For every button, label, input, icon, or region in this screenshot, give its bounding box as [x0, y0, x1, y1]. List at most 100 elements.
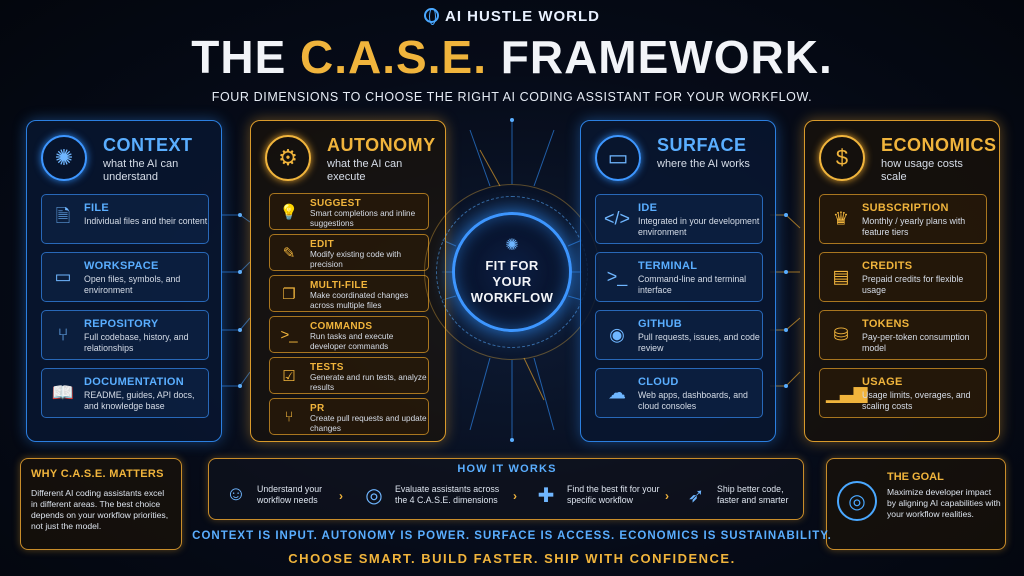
card-file: 🗎 FILE Individual files and their conten… [41, 194, 209, 244]
pillar-desc: what the AI can understand [103, 158, 179, 183]
card-desc: Individual files and their content [84, 216, 208, 226]
brain-icon: ✺ [505, 237, 519, 254]
pillar-surface: ▭ SURFACE where the AI works </> IDE Int… [580, 120, 776, 442]
card-title: PR [310, 403, 325, 414]
pillar-title: ECONOMICS [881, 135, 997, 155]
card-title: WORKSPACE [84, 260, 159, 272]
card-desc: Full codebase, history, and relationship… [84, 332, 189, 353]
card-desc: Modify existing code with precision [310, 250, 402, 269]
card-title: CREDITS [862, 260, 913, 272]
card-documentation: 📖 DOCUMENTATION README, guides, API docs… [41, 368, 209, 418]
folder-icon: ▭ [54, 266, 72, 287]
target-icon: ◎ [837, 481, 877, 521]
gear-icon: ⚙ [265, 135, 311, 181]
card-desc: README, guides, API docs, and knowledge … [84, 390, 195, 411]
step-desc: Find the best fit for your specific work… [567, 484, 660, 505]
card-ide: </> IDE Integrated in your development e… [595, 194, 763, 244]
card-pr: ⑂ PR Create pull requests and update cha… [269, 398, 429, 435]
puzzle-icon: ✚ [537, 485, 555, 507]
card-commands: >_ COMMANDS Run tasks and execute develo… [269, 316, 429, 353]
card-desc: Run tasks and execute developer commands [310, 332, 394, 351]
book-icon: 📖 [51, 382, 75, 403]
fit-hub: ✺ FIT FOR YOUR WORKFLOW [452, 212, 572, 332]
title-part1: THE [191, 31, 301, 83]
bar-chart-icon: ▁▃▆ [826, 382, 868, 403]
card-multi-file: ❐ MULTI-FILE Make coordinated changes ac… [269, 275, 429, 312]
pillar-title: AUTONOMY [327, 135, 436, 155]
card-title: GITHUB [638, 318, 682, 330]
brain-icon: ✺ [41, 135, 87, 181]
pillar-title: CONTEXT [103, 135, 193, 155]
why-title: WHY C.A.S.E. MATTERS [31, 468, 164, 480]
tagline-primary: CONTEXT IS INPUT. AUTONOMY IS POWER. SUR… [192, 530, 832, 542]
pull-request-icon: ⑂ [284, 408, 294, 425]
card-title: SUGGEST [310, 198, 361, 209]
card-github: ◉ GITHUB Pull requests, issues, and code… [595, 310, 763, 360]
step-desc: Ship better code, faster and smarter [717, 484, 789, 505]
cloud-icon: ☁ [608, 382, 626, 403]
card-terminal: >_ TERMINAL Command-line and terminal in… [595, 252, 763, 302]
page-title: THE C.A.S.E. FRAMEWORK. [0, 30, 1024, 84]
coins-icon: ⛁ [833, 324, 849, 345]
why-desc: Different AI coding assistants excel in … [31, 488, 169, 531]
card-desc: Monthly / yearly plans with feature tier… [862, 216, 966, 237]
card-workspace: ▭ WORKSPACE Open files, symbols, and env… [41, 252, 209, 302]
step-understand: ☺ Understand your workflow needs [221, 479, 351, 517]
hub-line1: FIT FOR [485, 258, 539, 273]
page-subtitle: FOUR DIMENSIONS TO CHOOSE THE RIGHT AI C… [211, 90, 813, 104]
git-branch-icon: ⑂ [57, 324, 69, 345]
card-desc: Open files, symbols, and environment [84, 274, 181, 295]
card-subscription: ♛ SUBSCRIPTION Monthly / yearly plans wi… [819, 194, 987, 244]
pillar-context: ✺ CONTEXT what the AI can understand 🗎 F… [26, 120, 222, 442]
rocket-icon: ➶ [687, 485, 705, 507]
card-desc: Usage limits, overages, and scaling cost… [862, 390, 971, 411]
card-tests: ☑ TESTS Generate and run tests, analyze … [269, 357, 429, 394]
pillar-economics: $ ECONOMICS how usage costs scale ♛ SUBS… [804, 120, 1000, 442]
card-usage: ▁▃▆ USAGE Usage limits, overages, and sc… [819, 368, 987, 418]
goal-panel: ◎ THE GOAL Maximize developer impact by … [826, 458, 1006, 550]
chevron-right-icon: › [339, 489, 343, 503]
pillar-autonomy: ⚙ AUTONOMY what the AI can execute 💡 SUG… [250, 120, 446, 442]
how-title: HOW IT WORKS [457, 463, 557, 475]
card-suggest: 💡 SUGGEST Smart completions and inline s… [269, 193, 429, 230]
card-title: EDIT [310, 239, 334, 250]
chevron-right-icon: › [513, 489, 517, 503]
card-cloud: ☁ CLOUD Web apps, dashboards, and cloud … [595, 368, 763, 418]
card-desc: Create pull requests and update changes [310, 414, 427, 433]
checkbox-icon: ☑ [282, 367, 296, 385]
monitor-icon: ▭ [595, 135, 641, 181]
card-title: TERMINAL [638, 260, 698, 272]
hub-line3: WORKFLOW [470, 290, 554, 305]
title-highlight: C.A.S.E. [300, 31, 487, 83]
globe-icon [424, 8, 439, 25]
credit-card-icon: ▤ [832, 266, 850, 287]
step-desc: Understand your workflow needs [257, 484, 323, 505]
github-icon: ◉ [609, 324, 625, 345]
card-edit: ✎ EDIT Modify existing code with precisi… [269, 234, 429, 271]
terminal-icon: >_ [280, 326, 298, 343]
goal-desc: Maximize developer impact by aligning AI… [887, 487, 1001, 519]
brand-label: AI HUSTLE WORLD [0, 8, 1024, 25]
brand-text: AI HUSTLE WORLD [445, 8, 600, 25]
dollar-icon: $ [819, 135, 865, 181]
card-desc: Pull requests, issues, and code review [638, 332, 760, 353]
chevron-right-icon: › [665, 489, 669, 503]
lightbulb-icon: 💡 [279, 203, 299, 221]
card-desc: Command-line and terminal interface [638, 274, 747, 295]
pencil-icon: ✎ [282, 244, 296, 262]
pillar-desc: where the AI works [657, 158, 750, 170]
file-icon: 🗎 [55, 206, 71, 226]
card-title: MULTI-FILE [310, 280, 368, 291]
step-find-fit: ✚ Find the best fit for your specific wo… [531, 479, 671, 517]
card-title: CLOUD [638, 376, 679, 388]
card-tokens: ⛁ TOKENS Pay-per-token consumption model [819, 310, 987, 360]
pillar-desc: how usage costs scale [881, 158, 963, 183]
step-desc: Evaluate assistants across the 4 C.A.S.E… [395, 484, 500, 505]
tagline-secondary: CHOOSE SMART. BUILD FASTER. SHIP WITH CO… [288, 551, 736, 566]
card-title: SUBSCRIPTION [862, 202, 949, 214]
title-part2: FRAMEWORK. [486, 31, 833, 83]
card-desc: Make coordinated changes across multiple… [310, 291, 409, 310]
step-evaluate: ◎ Evaluate assistants across the 4 C.A.S… [359, 479, 509, 517]
card-desc: Prepaid credits for flexible usage [862, 274, 964, 295]
